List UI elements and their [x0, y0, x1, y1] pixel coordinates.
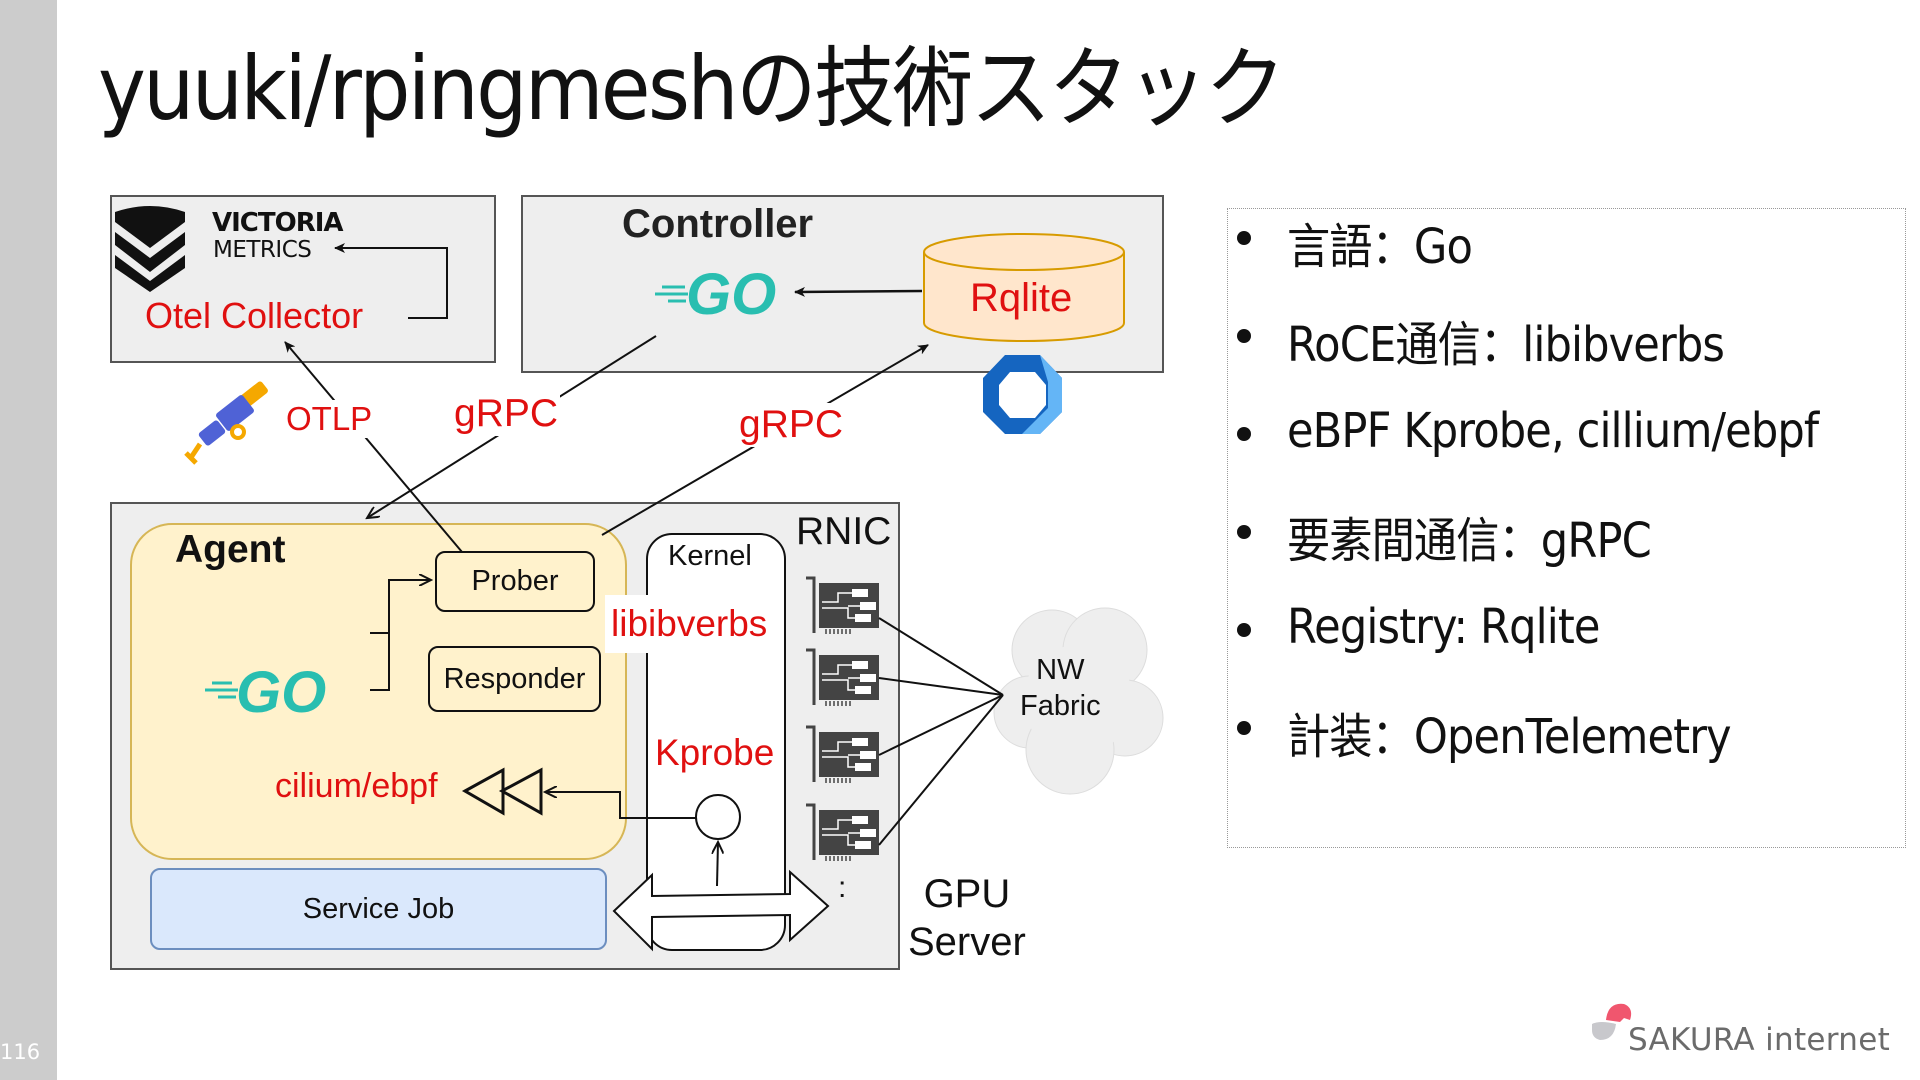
rqlite-cylinder — [923, 233, 1125, 342]
controller-title: Controller — [622, 202, 814, 246]
victoria-metrics-subname: METRICS — [213, 237, 312, 263]
page-number: 116 — [0, 1040, 41, 1064]
go-to-prober-arrow — [370, 580, 431, 634]
kprobe-label: Kprobe — [655, 732, 775, 773]
list-item: 言語：Go — [1232, 207, 1877, 305]
grpc-label-rqlite: gRPC — [737, 403, 846, 447]
rnic-fabric-links — [878, 617, 1004, 846]
gpu-server-line1: GPU — [923, 872, 1011, 916]
tech-stack-list: 言語：Go RoCE通信：libibverbs eBPF Kprobe, cil… — [1232, 207, 1877, 795]
list-item: eBPF Kprobe, cillium/ebpf — [1232, 403, 1877, 501]
rqlite-logo-icon — [983, 355, 1062, 434]
otlp-edge — [284, 341, 463, 553]
service-job-box: Service Job — [150, 868, 607, 950]
svg-text:GO: GO — [686, 262, 776, 327]
otel-collector-label: Otel Collector — [145, 295, 364, 336]
rnic-fabric-link — [878, 617, 1004, 696]
cilium-ebpf-label: cilium/ebpf — [275, 767, 438, 805]
go-logo-icon-agent: GO — [205, 660, 326, 725]
opentelemetry-telescope-icon — [184, 381, 268, 465]
responder-label: Responder — [443, 662, 586, 695]
list-item: 要素間通信：gRPC — [1232, 501, 1877, 599]
nw-fabric-cloud — [993, 607, 1164, 795]
list-item: 計装：OpenTelemetry — [1232, 697, 1877, 795]
victoria-metrics-logo-icon — [115, 206, 185, 292]
rnic-card-group — [806, 576, 879, 861]
slide-sidebar — [0, 0, 57, 1080]
rqlite-label: Rqlite — [970, 276, 1073, 320]
tech-stack-box — [1227, 208, 1906, 848]
grpc-label-controller: gRPC — [452, 392, 561, 436]
bullet-icon — [1237, 525, 1251, 539]
rnic-fabric-link — [878, 677, 1004, 696]
rnic-card-icon — [806, 725, 879, 783]
go-logo-icon-controller: GO — [655, 262, 776, 327]
list-item: Registry: Rqlite — [1232, 599, 1877, 697]
rnic-label: RNIC — [796, 510, 892, 553]
gpu-server-label: GPU Server — [908, 870, 1026, 966]
bullet-icon — [1237, 427, 1251, 441]
rnic-card-icon — [806, 576, 879, 634]
agent-title: Agent — [175, 528, 286, 571]
bullet-icon — [1237, 231, 1251, 245]
rqlite-to-go-arrow — [794, 286, 923, 297]
kernel-label: Kernel — [668, 540, 752, 572]
service-job-label: Service Job — [302, 892, 455, 925]
prober-box: Prober — [435, 551, 595, 612]
ebpf-program-icon — [461, 767, 543, 816]
prober-label: Prober — [471, 565, 559, 597]
responder-box: Responder — [428, 646, 601, 712]
bus-to-kprobe-arrow — [717, 842, 718, 887]
sakura-internet-brand: SAKURA internet — [1628, 1022, 1891, 1058]
nw-fabric-line2: Fabric — [1020, 690, 1101, 722]
bullet-icon — [1237, 623, 1251, 637]
sakura-logo-icon — [1592, 1003, 1632, 1040]
kprobe-hook-circle — [695, 794, 741, 840]
rnic-card-icon — [806, 803, 879, 861]
nw-fabric-line1: NW — [1036, 654, 1085, 686]
otel-to-vm-arrow — [334, 243, 448, 319]
data-bus-double-arrow — [612, 869, 830, 952]
svg-text:GO: GO — [236, 660, 326, 725]
rnic-fabric-link — [878, 694, 1004, 846]
otlp-label: OTLP — [283, 400, 376, 438]
gpu-server-line2: Server — [908, 920, 1026, 964]
rnic-ellipsis: : — [838, 871, 846, 904]
bullet-icon — [1237, 329, 1251, 343]
bullet-icon — [1237, 721, 1251, 735]
rnic-card-icon — [806, 648, 879, 706]
kprobe-to-ebpf-arrow — [545, 792, 711, 819]
victoria-metrics-name: VICTORIA — [212, 208, 344, 238]
list-item: RoCE通信：libibverbs — [1232, 305, 1877, 403]
libibverbs-label: libibverbs — [605, 595, 774, 653]
rnic-fabric-link — [878, 694, 1004, 756]
nw-fabric-label: NW Fabric — [1020, 652, 1101, 724]
go-to-responder-line — [370, 633, 390, 691]
slide-title: yuuki/rpingmeshの技術スタック — [98, 37, 1286, 140]
